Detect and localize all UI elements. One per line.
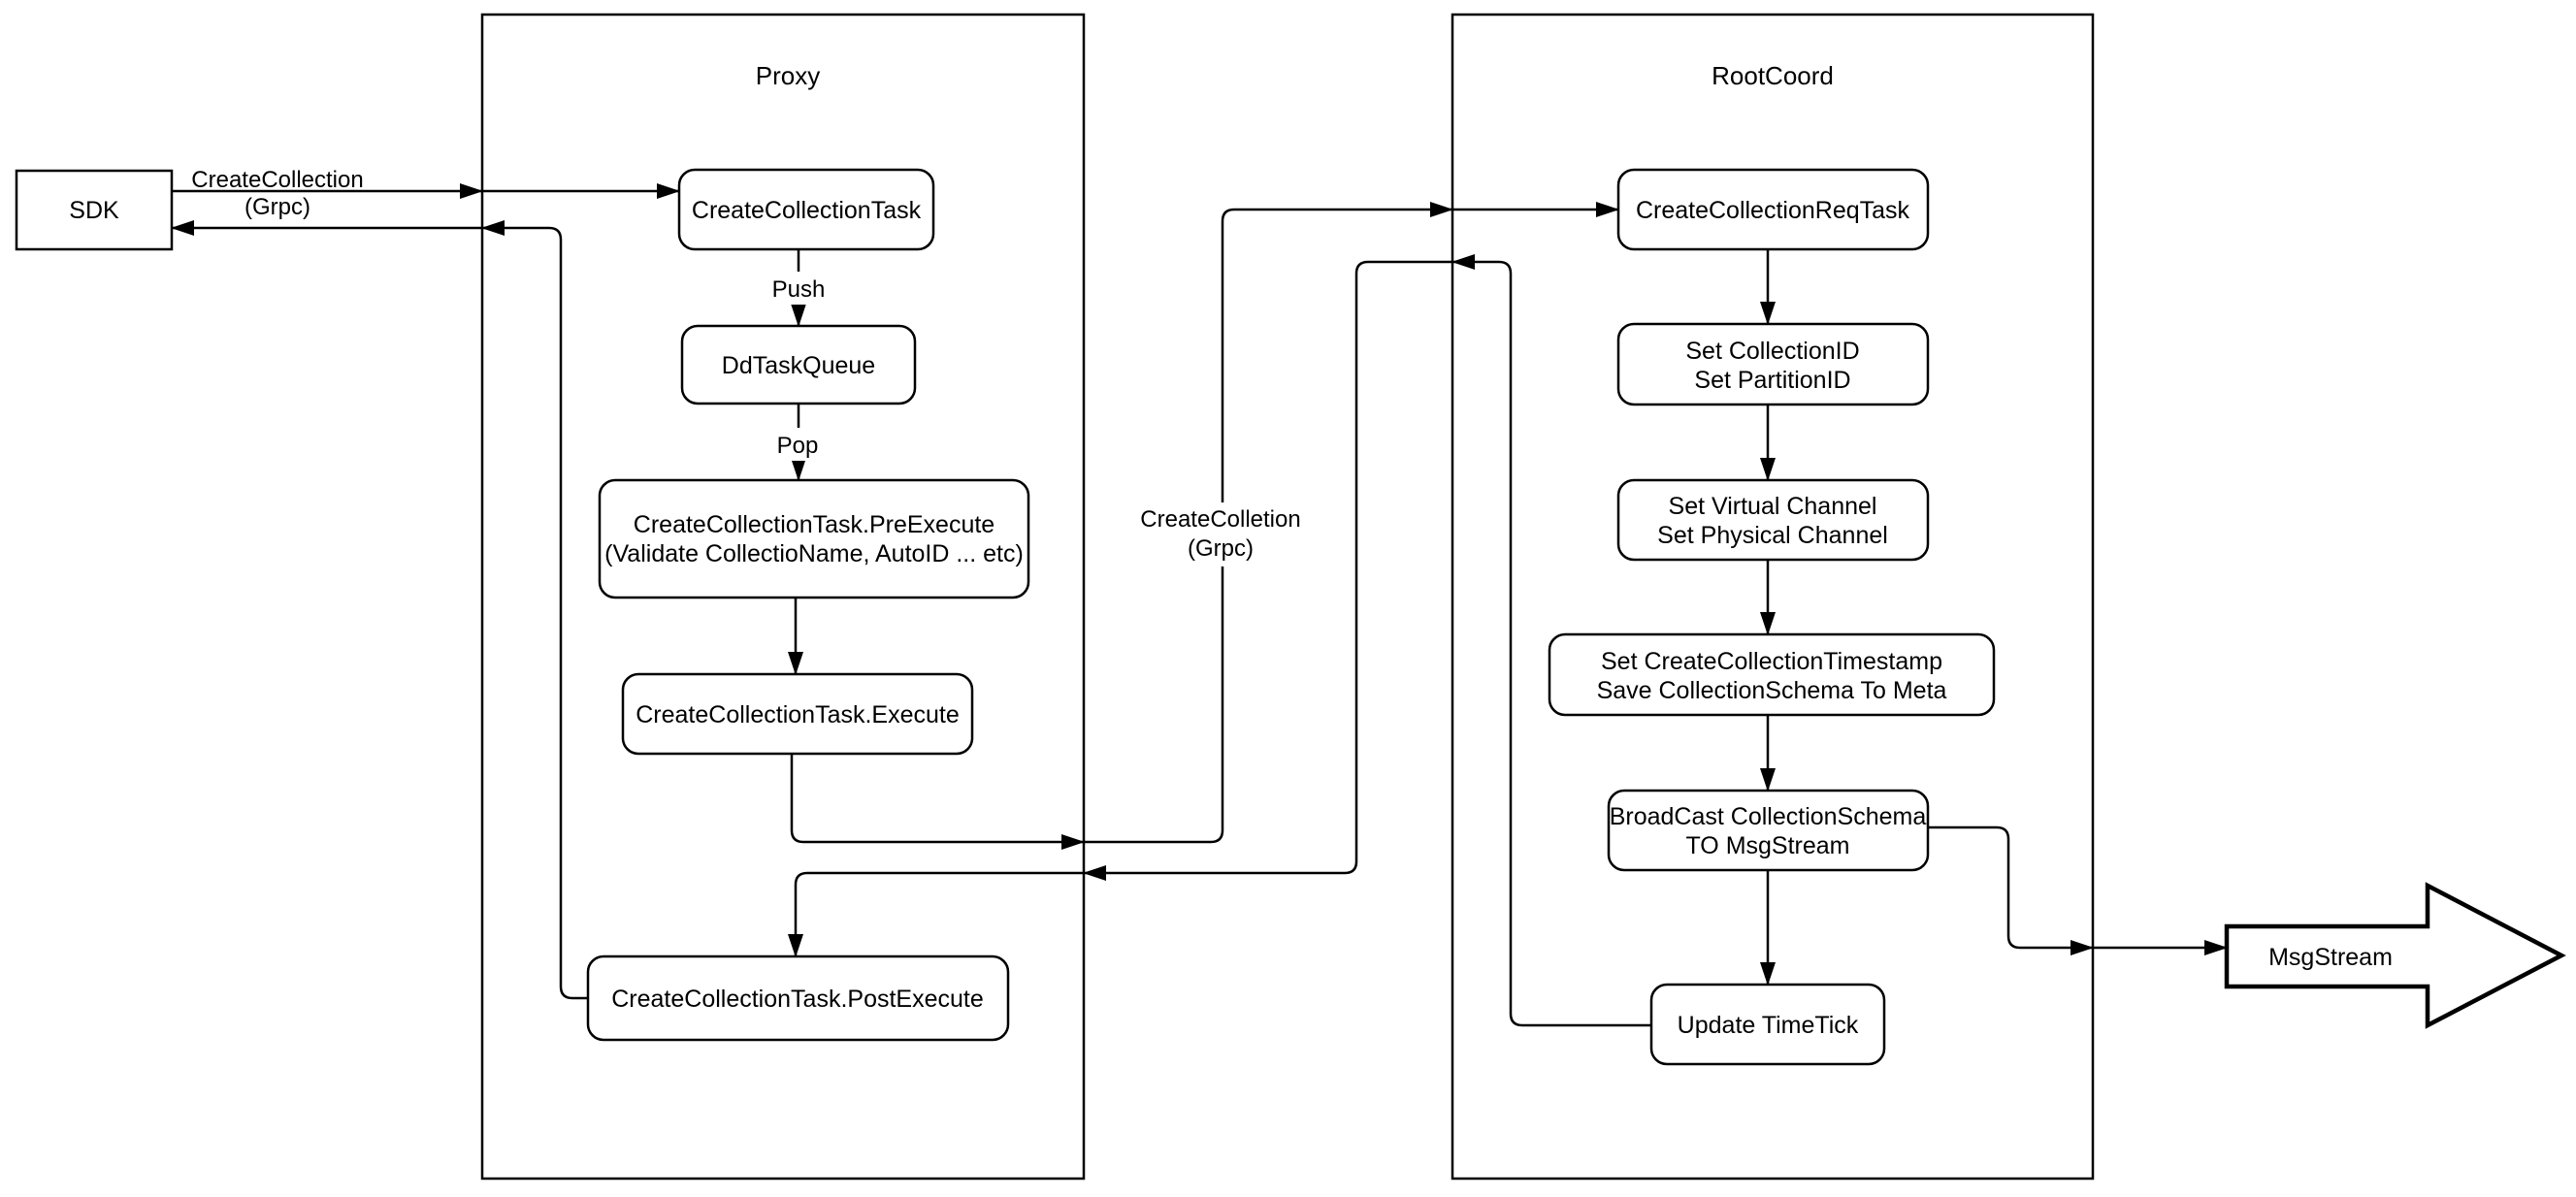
set-timestamp-label-line2: Save CollectionSchema To Meta	[1597, 677, 1947, 704]
pre-execute-box	[598, 478, 1030, 599]
edge-timetick-to-rootcoord-edge	[1451, 254, 1651, 1027]
update-timetick-box	[1649, 983, 1886, 1066]
node-broadcast: BroadCast CollectionSchema TO MsgStream	[1607, 789, 1930, 872]
broadcast-label-line1: BroadCast CollectionSchema	[1610, 803, 1927, 830]
edge-proxy-to-postexecute	[788, 871, 1084, 957]
rootcoord-container-title: RootCoord	[1712, 61, 1834, 90]
msgstream-arrow-shape	[2224, 882, 2566, 1029]
pop-label: Pop	[777, 433, 819, 459]
set-timestamp-label-line1: Set CreateCollectionTimestamp	[1601, 648, 1942, 675]
node-set-collection-id: Set CollectionID Set PartitionID	[1616, 322, 1930, 406]
node-msgstream: MsgStream	[2224, 882, 2566, 1029]
node-post-execute: CreateCollectionTask.PostExecute	[586, 954, 1010, 1042]
create-collection-task-label: CreateCollectionTask	[692, 197, 922, 224]
node-execute: CreateCollectionTask.Execute	[621, 672, 974, 756]
edge-execute-to-proxy-edge	[790, 754, 1085, 850]
edge-label-pop: Pop	[774, 428, 821, 461]
push-label-background	[768, 272, 829, 305]
set-channels-label-line2: Set Physical Channel	[1657, 522, 1888, 549]
pre-execute-label-line1: CreateCollectionTask.PreExecute	[634, 511, 995, 538]
set-collection-id-label-line1: Set CollectionID	[1685, 338, 1859, 365]
set-collection-id-label-line2: Set PartitionID	[1694, 367, 1850, 394]
mid-grpc-label-line2: (Grpc)	[1188, 535, 1254, 562]
create-collection-task-box	[677, 168, 935, 251]
set-collection-id-box	[1616, 322, 1930, 406]
mid-grpc-label-background	[1140, 502, 1301, 566]
push-label: Push	[772, 276, 826, 303]
node-sdk: SDK	[15, 169, 174, 251]
msgstream-label: MsgStream	[2268, 944, 2393, 971]
node-set-timestamp: Set CreateCollectionTimestamp Save Colle…	[1548, 632, 1996, 717]
edge-label-mid-grpc: CreateColletion (Grpc)	[1140, 502, 1301, 566]
edge-label-create-collection-line1: CreateCollection	[191, 167, 363, 193]
dd-task-queue-label: DdTaskQueue	[722, 352, 875, 379]
execute-label: CreateCollectionTask.Execute	[636, 701, 960, 728]
sdk-label: SDK	[69, 197, 119, 224]
create-collection-req-task-box	[1616, 168, 1930, 251]
edge-label-create-collection-grpc: CreateCollection (Grpc)	[191, 167, 363, 220]
pre-execute-label-line2: (Validate CollectioName, AutoID ... etc)	[604, 540, 1024, 567]
node-set-channels: Set Virtual Channel Set Physical Channel	[1616, 478, 1930, 562]
sdk-box	[15, 169, 174, 251]
proxy-container-title: Proxy	[756, 61, 820, 90]
node-create-collection-task: CreateCollectionTask	[677, 168, 935, 251]
mid-grpc-label-line1: CreateColletion	[1140, 506, 1300, 533]
node-dd-task-queue: DdTaskQueue	[680, 324, 917, 405]
pop-label-background	[774, 428, 821, 461]
edge-label-push: Push	[768, 272, 829, 305]
create-collection-req-task-label: CreateCollectionReqTask	[1636, 197, 1910, 224]
broadcast-label-line2: TO MsgStream	[1685, 832, 1849, 859]
edge-label-create-collection-line2: (Grpc)	[245, 194, 310, 220]
node-pre-execute: CreateCollectionTask.PreExecute (Validat…	[598, 478, 1030, 599]
execute-box	[621, 672, 974, 756]
node-update-timetick: Update TimeTick	[1649, 983, 1886, 1066]
update-timetick-label: Update TimeTick	[1678, 1012, 1859, 1039]
post-execute-label: CreateCollectionTask.PostExecute	[611, 986, 984, 1013]
set-timestamp-box	[1548, 632, 1996, 717]
post-execute-box	[586, 954, 1010, 1042]
set-channels-box	[1616, 478, 1930, 562]
dd-task-queue-box	[680, 324, 917, 405]
edge-rootcoord-to-proxy-return	[1083, 260, 1452, 881]
set-channels-label-line1: Set Virtual Channel	[1669, 493, 1877, 520]
edge-postexecute-to-proxy-edge	[481, 220, 588, 1000]
node-create-collection-req-task: CreateCollectionReqTask	[1616, 168, 1930, 251]
edge-broadcast-to-rootcoord-edge	[1928, 825, 2094, 955]
broadcast-box	[1607, 789, 1930, 872]
